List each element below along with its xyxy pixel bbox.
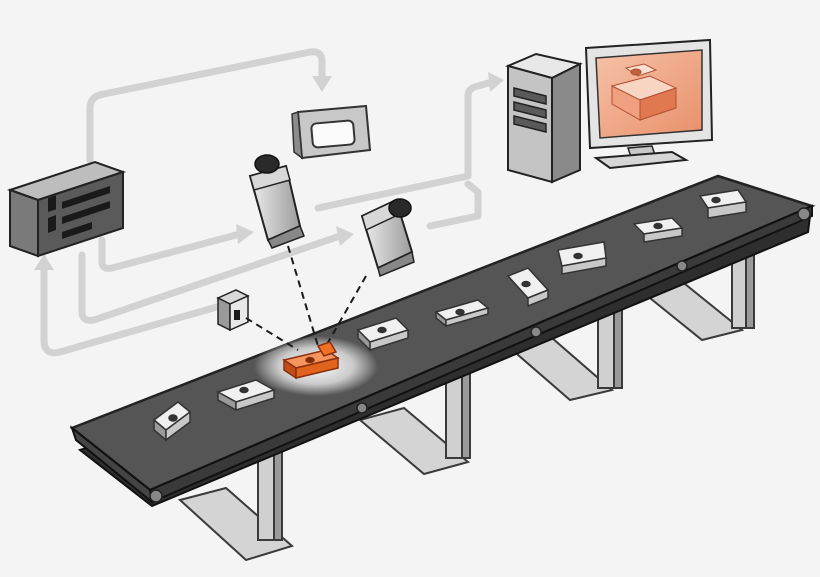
roller-icon xyxy=(676,260,688,272)
support-leg xyxy=(357,365,471,476)
arrow-camera-2-to-computer xyxy=(426,180,482,230)
parts-on-belt xyxy=(152,189,748,442)
workpiece-icon xyxy=(152,401,192,442)
support-leg xyxy=(177,447,295,562)
camera-icon xyxy=(248,154,305,249)
arrow-heads xyxy=(34,72,504,270)
conveyor-support-legs xyxy=(177,243,755,562)
camera-sight-lines xyxy=(245,245,367,351)
arrow-cameras-to-computer xyxy=(314,78,496,212)
workpiece-icon xyxy=(216,379,276,412)
arrow-controller-to-camera-2 xyxy=(78,232,344,324)
arrow-sensor-to-controller xyxy=(40,262,224,357)
monitor-icon xyxy=(584,38,714,170)
workpiece-icon-inspected xyxy=(282,341,340,380)
display-panel-icon xyxy=(291,104,372,160)
arrowhead-icon xyxy=(34,254,54,270)
belt-left-edge xyxy=(69,425,154,505)
computer-tower-icon xyxy=(504,52,583,184)
workpiece-icon xyxy=(698,189,748,219)
arrowhead-icon xyxy=(488,72,504,92)
arrowhead-icon xyxy=(236,224,254,244)
workpiece-icon xyxy=(557,241,607,275)
arrow-controller-to-camera-1 xyxy=(98,230,244,272)
roller-icon xyxy=(149,489,163,503)
arrowhead-icon xyxy=(312,76,332,92)
support-leg xyxy=(637,243,755,342)
roller-icon xyxy=(797,207,811,221)
signal-arrows xyxy=(40,48,496,357)
workpiece-icon xyxy=(632,217,684,243)
roller-icon xyxy=(356,402,368,414)
io-controller-box-icon xyxy=(6,160,127,258)
workpiece-icon xyxy=(434,299,490,328)
workpiece-icon xyxy=(356,317,410,352)
arrow-controller-to-display xyxy=(86,48,326,164)
conveyor-belt-icon xyxy=(69,174,816,508)
3d-part-image-icon xyxy=(610,63,678,121)
camera-icon xyxy=(360,198,415,278)
arrowhead-icon xyxy=(336,226,354,246)
belt-front-edge xyxy=(148,204,813,504)
trigger-sensor-icon xyxy=(216,289,250,332)
roller-icon xyxy=(530,326,542,338)
workpiece-icon xyxy=(506,267,550,308)
